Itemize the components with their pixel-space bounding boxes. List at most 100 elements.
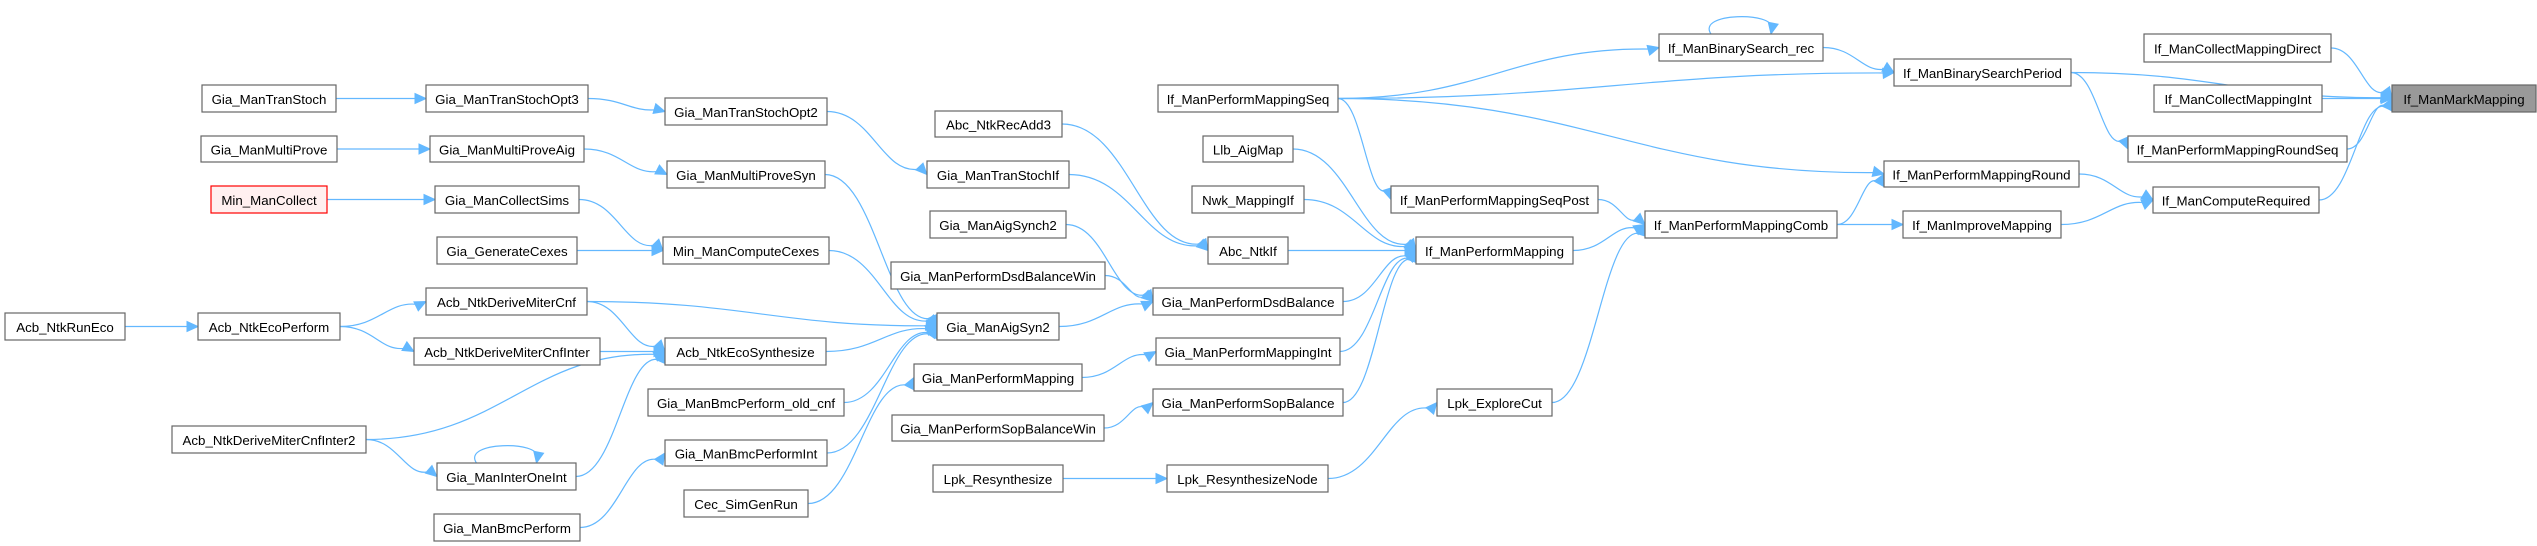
node-label: If_ManPerformMappingSeqPost	[1400, 193, 1590, 208]
call-edge	[2322, 92, 2394, 105]
node-box	[2153, 84, 2323, 113]
edge-line	[1342, 258, 1412, 404]
node-nwk-mapping-if[interactable]: Nwk_MappingIf	[1191, 185, 1305, 214]
call-edge	[474, 445, 545, 465]
node-box	[664, 97, 828, 126]
edge-line	[1836, 180, 1878, 226]
node-acb-ntk-derive-miter-cnf[interactable]: Acb_NtkDeriveMiterCnf	[425, 287, 588, 316]
node-label: Acb_NtkRunEco	[16, 320, 114, 335]
node-box	[932, 464, 1064, 493]
call-edge	[2078, 173, 2155, 201]
call-edge	[339, 325, 416, 353]
edge-line	[1551, 232, 1641, 404]
node-box	[647, 388, 845, 417]
node-if-man-perform-mapping-round[interactable]: If_ManPerformMappingRound	[1883, 160, 2080, 188]
call-edge	[587, 97, 667, 114]
node-gia-man-collect-sims[interactable]: Gia_ManCollectSims	[434, 185, 580, 214]
node-label: Acb_NtkEcoSynthesize	[676, 345, 814, 360]
node-gia-man-bmc-perform[interactable]: Gia_ManBmcPerform	[433, 513, 581, 542]
arrowhead-icon	[1767, 21, 1779, 36]
node-if-man-mark-mapping[interactable]: If_ManMarkMapping	[2391, 84, 2537, 113]
edge-line	[339, 303, 417, 328]
node-acb-ntk-eco-synthesize[interactable]: Acb_NtkEcoSynthesize	[664, 337, 827, 366]
node-gia-man-tran-stoch-if[interactable]: Gia_ManTranStochIf	[926, 160, 1070, 189]
edge-line	[2318, 105, 2387, 201]
node-gia-man-perform-dsd-balance-win[interactable]: Gia_ManPerformDsdBalanceWin	[890, 261, 1106, 290]
node-gia-man-bmc-perform-int[interactable]: Gia_ManBmcPerformInt	[664, 439, 828, 467]
node-lpk-explore-cut[interactable]: Lpk_ExploreCut	[1436, 388, 1553, 417]
node-acb-ntk-derive-miter-cnf-inter2[interactable]: Acb_NtkDeriveMiterCnfInter2	[171, 425, 367, 454]
node-gia-man-perform-sop-balance-win[interactable]: Gia_ManPerformSopBalanceWin	[891, 414, 1105, 442]
node-abc-ntk-rec-add3[interactable]: Abc_NtkRecAdd3	[934, 110, 1063, 138]
call-edge	[1836, 172, 1885, 226]
node-lpk-resynthesize-node[interactable]: Lpk_ResynthesizeNode	[1166, 464, 1329, 493]
node-llb-aig-map[interactable]: Llb_AigMap	[1202, 135, 1294, 163]
node-box	[2143, 33, 2332, 63]
arrowhead-icon	[186, 320, 200, 333]
node-label: If_ManPerformMappingComb	[1654, 218, 1828, 233]
node-if-man-perform-mapping-seq-post[interactable]: If_ManPerformMappingSeqPost	[1390, 185, 1599, 214]
node-gia-man-aig-syn2[interactable]: Gia_ManAigSyn2	[936, 312, 1060, 341]
edge-line	[1061, 123, 1201, 245]
node-gia-man-multi-prove[interactable]: Gia_ManMultiProve	[200, 135, 338, 163]
node-box	[1152, 287, 1344, 316]
node-abc-ntk-if[interactable]: Abc_NtkIf	[1207, 236, 1289, 265]
edge-line	[1068, 173, 1200, 247]
node-acb-ntk-eco-perform[interactable]: Acb_NtkEcoPerform	[197, 312, 341, 341]
node-gia-man-perform-mapping[interactable]: Gia_ManPerformMapping	[913, 363, 1083, 392]
call-edge	[1597, 198, 1646, 226]
node-min-man-collect[interactable]: Min_ManCollect	[210, 185, 328, 214]
node-box	[200, 135, 338, 163]
node-lpk-resynthesize[interactable]: Lpk_Resynthesize	[932, 464, 1064, 493]
node-acb-ntk-run-eco[interactable]: Acb_NtkRunEco	[4, 312, 126, 341]
node-gia-man-perform-sop-balance[interactable]: Gia_ManPerformSopBalance	[1152, 388, 1344, 417]
node-gia-man-tran-stoch-opt2[interactable]: Gia_ManTranStochOpt2	[664, 97, 828, 126]
node-label: If_ManPerformMappingRound	[1892, 168, 2070, 183]
node-gia-man-multi-prove-syn[interactable]: Gia_ManMultiProveSyn	[666, 160, 826, 189]
node-if-man-perform-mapping-comb[interactable]: If_ManPerformMappingComb	[1644, 210, 1838, 239]
node-if-man-collect-mapping-int[interactable]: If_ManCollectMappingInt	[2153, 84, 2323, 113]
node-gia-man-perform-mapping-int[interactable]: Gia_ManPerformMappingInt	[1155, 337, 1341, 366]
node-label: Gia_ManPerformDsdBalanceWin	[900, 269, 1096, 284]
node-gia-generate-cexes[interactable]: Gia_GenerateCexes	[436, 236, 578, 265]
node-label: Gia_ManBmcPerformInt	[675, 447, 818, 462]
call-edge	[1708, 16, 1779, 36]
call-edge	[336, 143, 432, 155]
node-if-man-binary-search-period[interactable]: If_ManBinarySearchPeriod	[1893, 58, 2072, 87]
node-box	[2152, 186, 2320, 214]
node-if-man-perform-mapping[interactable]: If_ManPerformMapping	[1415, 236, 1574, 265]
node-if-man-perform-mapping-round-seq[interactable]: If_ManPerformMappingRoundSeq	[2127, 135, 2348, 163]
node-gia-man-inter-one-int[interactable]: Gia_ManInterOneInt	[436, 462, 577, 491]
edge-line	[1342, 255, 1408, 303]
call-edge	[1339, 249, 1417, 353]
edge-line	[587, 97, 656, 111]
node-gia-man-tran-stoch-opt3[interactable]: Gia_ManTranStochOpt3	[425, 84, 589, 113]
node-gia-man-tran-stoch[interactable]: Gia_ManTranStoch	[201, 84, 337, 113]
call-edge	[2330, 47, 2393, 100]
node-if-man-improve-mapping[interactable]: If_ManImproveMapping	[1902, 210, 2062, 239]
call-edge	[825, 325, 939, 353]
node-gia-man-multi-prove-aig[interactable]: Gia_ManMultiProveAig	[429, 135, 585, 163]
node-if-man-compute-required[interactable]: If_ManComputeRequired	[2152, 186, 2320, 214]
node-box	[201, 84, 337, 113]
arrowhead-icon	[2380, 92, 2394, 105]
call-edge	[586, 300, 939, 331]
node-if-man-binary-search-rec[interactable]: If_ManBinarySearch_rec	[1658, 33, 1824, 62]
call-edge	[824, 173, 938, 328]
node-cec-sim-gen-run[interactable]: Cec_SimGenRun	[683, 489, 809, 518]
node-label: Gia_ManPerformMapping	[922, 371, 1074, 386]
node-label: Gia_ManBmcPerform_old_cnf	[657, 396, 835, 411]
node-if-man-perform-mapping-seq[interactable]: If_ManPerformMappingSeq	[1157, 84, 1339, 113]
node-label: Acb_NtkDeriveMiterCnfInter	[424, 345, 590, 360]
edge-line	[365, 353, 656, 441]
node-gia-man-aig-synch2[interactable]: Gia_ManAigSynch2	[929, 210, 1067, 239]
call-edge	[1327, 401, 1438, 480]
node-gia-man-perform-dsd-balance[interactable]: Gia_ManPerformDsdBalance	[1152, 287, 1344, 316]
node-acb-ntk-derive-miter-cnf-inter[interactable]: Acb_NtkDeriveMiterCnfInter	[413, 337, 601, 366]
arrowhead-icon	[1646, 44, 1661, 57]
node-if-man-collect-mapping-direct[interactable]: If_ManCollectMappingDirect	[2143, 33, 2332, 63]
node-min-man-compute-cexes[interactable]: Min_ManComputeCexes	[662, 236, 830, 265]
node-box	[210, 185, 328, 214]
node-gia-man-bmc-perform-old-cnf[interactable]: Gia_ManBmcPerform_old_cnf	[647, 388, 845, 417]
node-box	[662, 236, 830, 265]
